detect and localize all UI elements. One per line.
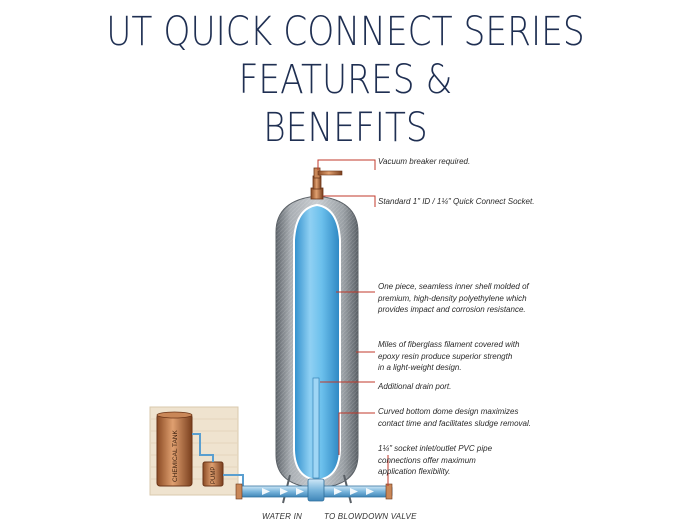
callout-line: provides impact and corrosion resistance…: [378, 305, 526, 314]
callout-bottom-dome: Curved bottom dome design maximizes cont…: [378, 406, 558, 429]
callout-drain-port: Additional drain port.: [378, 381, 558, 393]
pump-label: PUMP: [211, 467, 217, 484]
callout-line: epoxy resin produce superior strength: [378, 351, 513, 361]
callout-fiberglass: Miles of fiberglass filament covered wit…: [378, 339, 558, 374]
leader-socket: [323, 195, 376, 207]
base-pipe: [235, 478, 393, 502]
leader-lines: [317, 159, 389, 486]
tank-inner-shell: [293, 203, 341, 482]
callout-line: Curved bottom dome design maximizes: [378, 407, 519, 416]
chemical-feed-line: [192, 433, 244, 490]
water-in-label: WATER IN: [262, 512, 302, 521]
page-title-line-2: BENEFITS: [263, 105, 428, 151]
chemical-tank: [156, 411, 193, 487]
top-socket: [310, 175, 324, 200]
callout-line: Additional drain port.: [378, 382, 452, 391]
callout-vacuum-breaker: Vacuum breaker required.: [378, 156, 558, 168]
page-title: UT QUICK CONNECT SERIES FEATURES & BENEF…: [48, 8, 642, 152]
callout-line: Miles of fiberglass filament covered wit…: [378, 340, 520, 349]
callout-inner-shell: One piece, seamless inner shell molded o…: [378, 281, 558, 316]
riser-tube: [312, 377, 320, 479]
callout-line: application flexibility.: [378, 467, 451, 476]
callout-quick-connect-socket: Standard 1" ID / 1¼" Quick Connect Socke…: [378, 196, 558, 208]
callout-pvc-connections: 1¼" socket inlet/outlet PVC pipe connect…: [378, 443, 558, 478]
leader-dome: [338, 412, 375, 455]
flow-arrows: [262, 488, 374, 495]
leader-vacuum: [317, 159, 376, 170]
callout-line: Vacuum breaker required.: [378, 157, 471, 166]
chemical-tank-label: CHEMICAL TANK: [172, 429, 179, 482]
callout-line: 1¼" socket inlet/outlet PVC pipe: [378, 444, 493, 453]
callout-line: contact time and facilitates sludge remo…: [378, 418, 531, 428]
vacuum-breaker: [313, 167, 343, 179]
callout-line: Standard 1" ID / 1¼" Quick Connect Socke…: [378, 197, 535, 206]
page-title-line-1: UT QUICK CONNECT SERIES FEATURES &: [106, 9, 585, 103]
to-blowdown-valve-label: TO BLOWDOWN VALVE: [324, 512, 417, 521]
callout-line: premium, high-density polyethylene which: [378, 293, 527, 303]
callout-line: connections offer maximum: [378, 455, 476, 465]
callout-line: in a light-weight design.: [378, 363, 462, 372]
callout-line: One piece, seamless inner shell molded o…: [378, 282, 529, 291]
